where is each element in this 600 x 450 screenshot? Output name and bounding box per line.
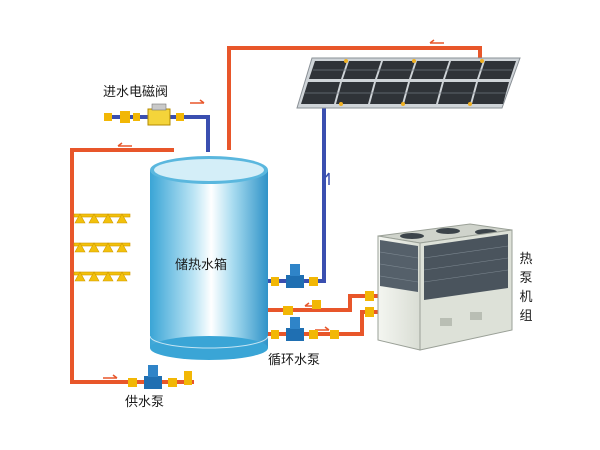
flow-arrow-icon — [315, 326, 330, 331]
circulation-pump-label: 循环水泵 — [268, 353, 321, 368]
sprinkler-icon — [73, 242, 131, 253]
flow-arrow-icon — [429, 39, 444, 44]
flow-arrow-icon — [103, 374, 118, 379]
pump-icon — [128, 365, 192, 389]
flow-arrow-icon — [325, 172, 330, 185]
solenoid-valve-icon — [104, 103, 184, 126]
storage-tank — [149, 156, 269, 360]
sprinkler-group — [73, 213, 131, 282]
inlet-valve-label: 进水电磁阀 — [103, 85, 169, 100]
heat-pump-unit-label: 热泵机组 — [519, 252, 533, 324]
supply-pump-label: 供水泵 — [125, 395, 165, 410]
flow-arrow-icon — [117, 142, 132, 147]
flow-arrow-icon — [190, 99, 205, 104]
valve-icon — [365, 291, 374, 317]
storage-tank-label: 储热水箱 — [175, 258, 228, 273]
sprinkler-icon — [73, 271, 131, 282]
solar-collector-icon — [296, 57, 521, 109]
heat-pump-unit-icon — [377, 223, 513, 351]
pump-icon — [271, 264, 321, 315]
cold-pipe-from-collector — [266, 106, 326, 283]
hot-pipe-to-collector — [227, 46, 482, 150]
pump-icon — [271, 317, 339, 341]
heatpump-return-pipe — [266, 294, 378, 312]
sprinkler-icon — [73, 213, 131, 224]
